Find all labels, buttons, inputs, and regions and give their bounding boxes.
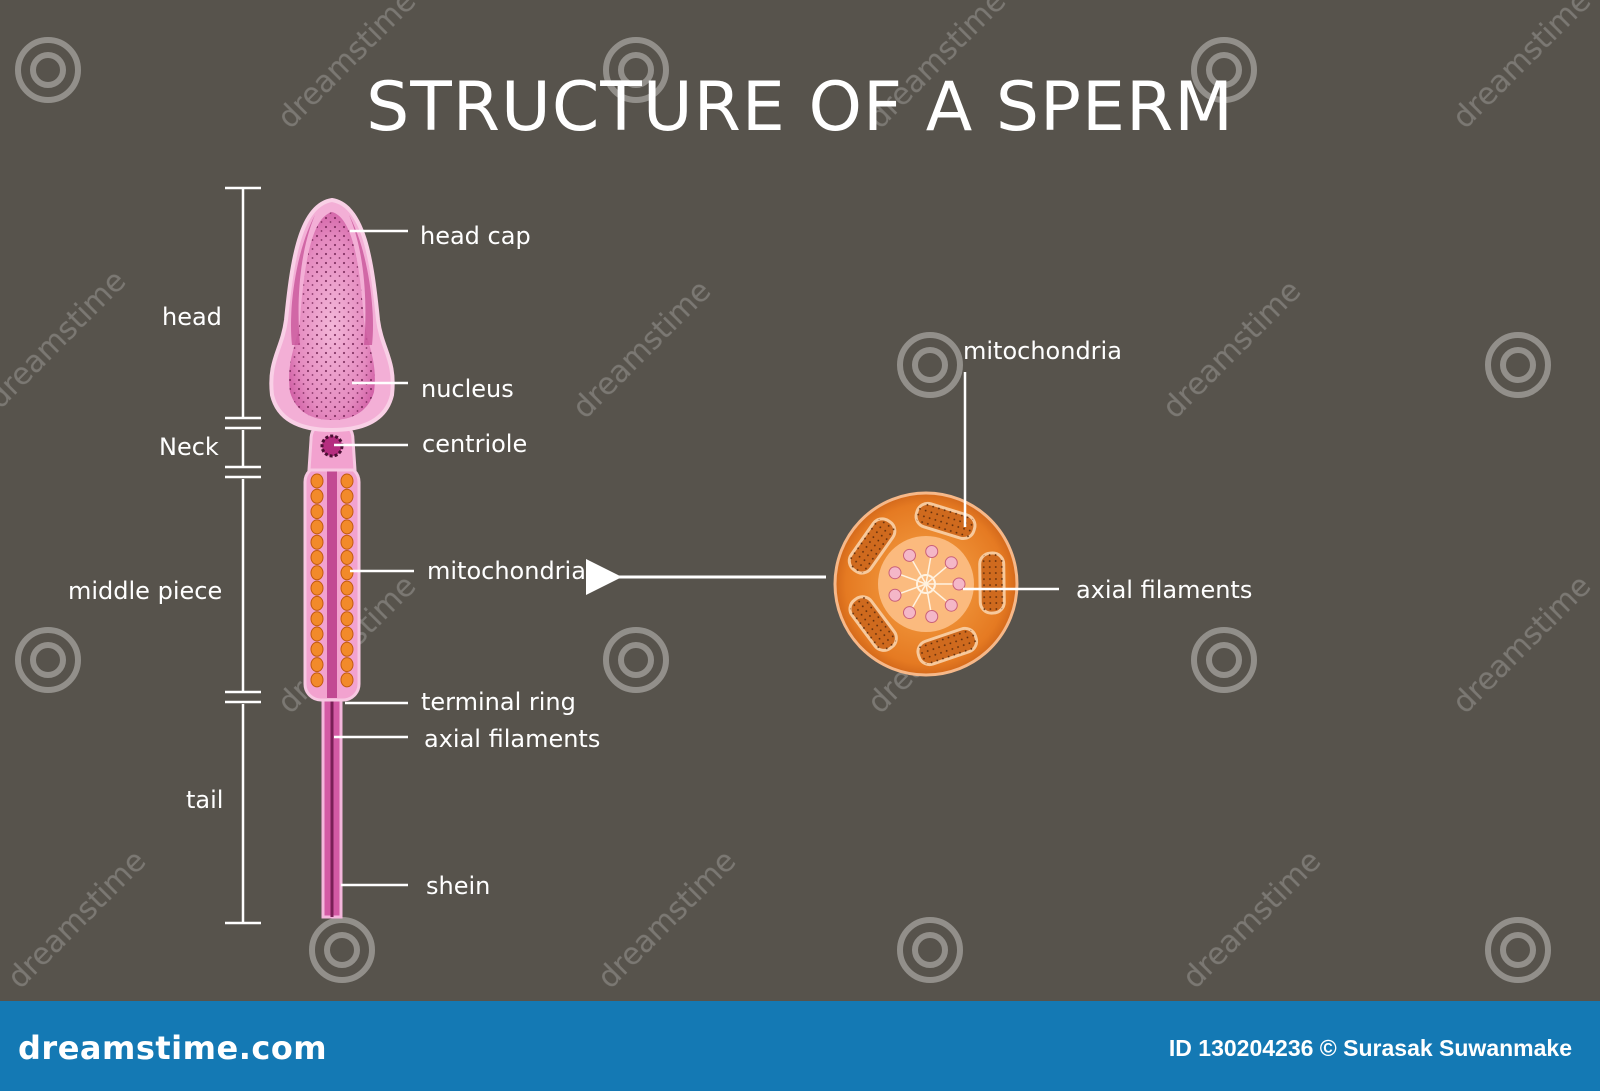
watermark-text: dreamstime bbox=[566, 273, 718, 425]
label-shein: shein bbox=[426, 872, 491, 900]
mitochondrion-dot bbox=[340, 519, 354, 535]
cross-section bbox=[833, 491, 1019, 677]
axial-filament-dot bbox=[903, 548, 916, 562]
watermark-text: dreamstime bbox=[1, 843, 153, 995]
mitochondrion-dot bbox=[310, 626, 324, 642]
label-nucleus: nucleus bbox=[421, 375, 514, 403]
central-filament bbox=[916, 574, 936, 594]
cross-section-mitochondria bbox=[847, 501, 1006, 667]
section-label-head: head bbox=[162, 303, 222, 331]
mitochondrion-dot bbox=[340, 580, 354, 596]
mitochondrion-dot bbox=[310, 657, 324, 673]
watermark-text: dreamstime bbox=[1446, 568, 1598, 720]
cross-mitochondrion bbox=[916, 626, 979, 667]
mitochondrion-dot bbox=[340, 565, 354, 581]
mitochondrion-dot bbox=[310, 488, 324, 504]
watermark-spiral-icon bbox=[309, 917, 375, 983]
watermark-layer bbox=[15, 37, 1551, 983]
cross-mitochondrion bbox=[914, 501, 977, 541]
mitochondrion-dot bbox=[340, 611, 354, 627]
mitochondrion-dot bbox=[340, 641, 354, 657]
axial-filament-dot bbox=[944, 556, 958, 570]
section-bracket bbox=[225, 186, 261, 925]
cross-mitochondrion bbox=[978, 551, 1006, 615]
cross-label-mitochondria: mitochondria bbox=[963, 337, 1122, 365]
watermark-text-layer: dreamstime dreamstime dreamstime dreamst… bbox=[0, 0, 1598, 996]
axial-filament-dot bbox=[944, 598, 958, 612]
cross-label-axial-filaments: axial filaments bbox=[1076, 576, 1253, 604]
axial-filament-dot bbox=[925, 545, 939, 559]
cross-section-leaders bbox=[963, 372, 1059, 591]
watermark-text: dreamstime bbox=[591, 843, 743, 995]
footer-id: ID 130204236 © Surasak Suwanmake bbox=[1168, 1035, 1572, 1061]
mitochondrion-dot bbox=[310, 672, 324, 688]
watermark-spiral-icon bbox=[15, 627, 81, 693]
cross-mitochondrion bbox=[847, 517, 897, 575]
axial-filament-dot bbox=[888, 566, 902, 580]
footer-bar: dreamstime.com ID 130204236 © Surasak Su… bbox=[0, 1001, 1600, 1091]
mitochondrion-dot bbox=[310, 595, 324, 611]
watermark-spiral-icon bbox=[1485, 917, 1551, 983]
mitochondrion-dot bbox=[310, 550, 324, 565]
axial-filament-dot bbox=[952, 577, 966, 591]
mitochondrion-dot bbox=[310, 580, 324, 596]
mitochondrion-dot bbox=[340, 672, 354, 688]
section-label-middle-piece: middle piece bbox=[68, 577, 223, 605]
watermark-spiral-icon bbox=[1191, 37, 1257, 103]
mitochondrion-dot bbox=[340, 626, 354, 642]
footer-logo: dreamstime.com bbox=[18, 1029, 328, 1067]
watermark-spiral-icon bbox=[1191, 627, 1257, 693]
cross-mitochondrion bbox=[848, 595, 898, 652]
mitochondrion-dot bbox=[340, 550, 354, 565]
watermark-text: dreamstime bbox=[1176, 843, 1328, 995]
mitochondrion-dot bbox=[340, 504, 354, 520]
axial-filament-dot bbox=[903, 606, 916, 620]
mitochondrion-dot bbox=[310, 504, 324, 520]
label-terminal-ring: terminal ring bbox=[421, 688, 576, 716]
section-label-neck: Neck bbox=[159, 433, 219, 461]
watermark-spiral-icon bbox=[603, 37, 669, 103]
mitochondrion-dot bbox=[340, 473, 354, 489]
mitochondrion-dot bbox=[340, 595, 354, 611]
axial-filament-dot bbox=[925, 609, 939, 623]
cross-section-axial-filaments bbox=[888, 545, 966, 623]
axial-filament-dot bbox=[888, 588, 902, 602]
mitochondrion-dot bbox=[310, 565, 324, 581]
watermark-spiral-icon bbox=[1485, 332, 1551, 398]
page-title: STRUCTURE OF A SPERM bbox=[366, 68, 1234, 147]
section-label-tail: tail bbox=[186, 786, 224, 814]
watermark-spiral-icon bbox=[603, 627, 669, 693]
mitochondrion-dot bbox=[340, 657, 354, 673]
mitochondrion-dot bbox=[310, 473, 324, 489]
watermark-spiral-icon bbox=[897, 332, 963, 398]
leader-lines bbox=[334, 229, 414, 887]
watermark-text: dreamstime bbox=[1156, 273, 1308, 425]
label-head-cap: head cap bbox=[420, 222, 531, 250]
label-axial-filaments: axial filaments bbox=[424, 725, 601, 753]
label-mitochondria: mitochondria bbox=[427, 557, 586, 585]
diagram-canvas: dreamstime dreamstime dreamstime dreamst… bbox=[0, 0, 1598, 996]
mitochondrion-dot bbox=[310, 641, 324, 657]
mitochondrion-dot bbox=[310, 611, 324, 627]
watermark-spiral-icon bbox=[15, 37, 81, 103]
mitochondrion-dot bbox=[310, 534, 324, 550]
sperm-mitochondria-chain bbox=[310, 473, 354, 688]
watermark-text: dreamstime bbox=[0, 263, 133, 415]
mitochondrion-dot bbox=[340, 534, 354, 550]
sperm-cell bbox=[269, 197, 395, 919]
watermark-spiral-icon bbox=[897, 917, 963, 983]
mitochondrion-dot bbox=[310, 519, 324, 535]
label-centriole: centriole bbox=[422, 430, 528, 458]
mitochondrion-dot bbox=[340, 488, 354, 504]
